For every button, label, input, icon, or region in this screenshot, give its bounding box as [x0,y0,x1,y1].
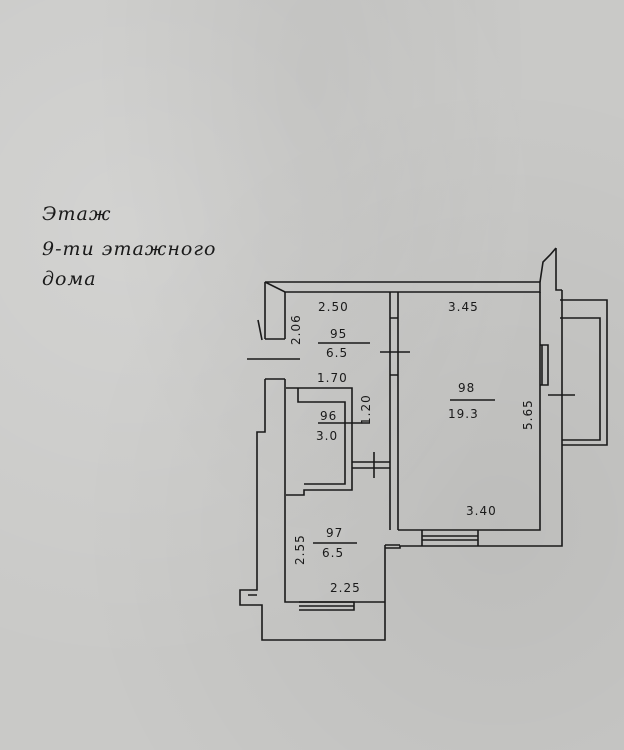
room-98-number: 98 [458,381,475,395]
dim-r97-width: 2.25 [330,581,361,595]
room-97-area: 6.5 [322,546,344,560]
dim-r96-width: 1.70 [317,371,348,385]
wall-marks [247,319,410,596]
wall-stub [539,247,575,396]
room-97-number: 97 [326,526,343,540]
balcony [560,299,608,446]
caption-building: 9-ти этажного [42,238,217,260]
room-96-area: 3.0 [316,429,338,443]
dim-r98-bottom: 3.40 [466,504,497,518]
partition-wall [389,292,399,530]
room-95-area: 6.5 [326,346,348,360]
left-wall [239,282,563,641]
dim-r98-top: 3.45 [448,300,479,314]
caption-house: дома [42,268,97,290]
dim-r95-width: 2.50 [318,300,349,314]
room98-bottom-wall [385,292,541,546]
dim-r96-height: 1.20 [359,394,373,425]
bathroom-walls [286,387,390,496]
outer-wall [264,281,541,293]
room97-window [299,601,355,611]
dim-r97-height: 2.55 [293,534,307,565]
dim-r98-side: 5.65 [521,399,535,430]
left-opening [265,338,285,380]
right-window [540,344,549,386]
room-95-number: 95 [330,327,347,341]
dim-r95-height: 2.06 [289,314,303,345]
caption-floor: Этаж [42,203,112,225]
room-96-number: 96 [320,409,337,423]
room-98-area: 19.3 [448,407,479,421]
